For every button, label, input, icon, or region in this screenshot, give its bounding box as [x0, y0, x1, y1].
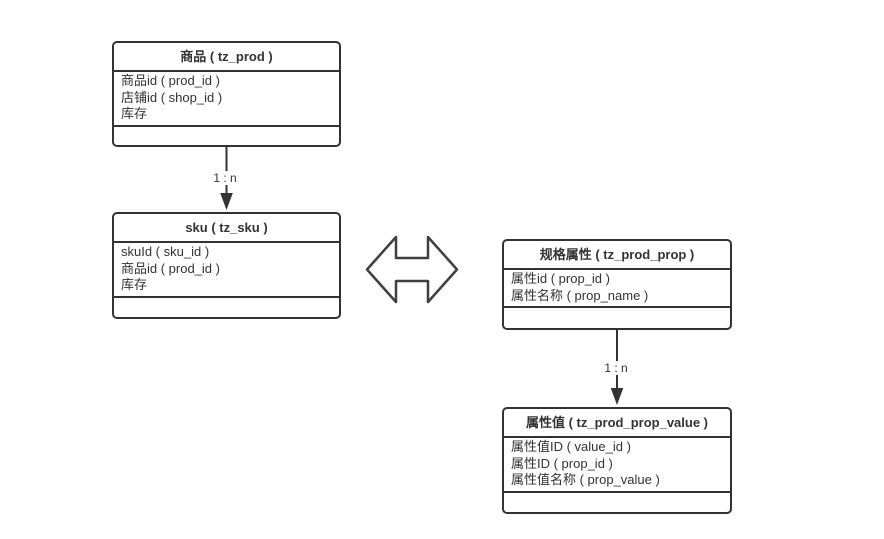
entity-field: skuId ( sku_id )	[121, 244, 210, 259]
entity-empty-section	[114, 298, 339, 318]
entity-title: 商品 ( tz_prod )	[114, 43, 339, 72]
entity-box-prod-prop: 规格属性 ( tz_prod_prop ) 属性id ( prop_id ) 属…	[502, 239, 732, 330]
connector-label-1-n: 1 : n	[211, 171, 239, 185]
entity-field: 属性id ( prop_id )	[511, 271, 610, 286]
connector-label-1-n: 1 : n	[602, 361, 630, 375]
entity-field: 属性值ID ( value_id )	[511, 439, 631, 454]
entity-empty-section	[114, 127, 339, 146]
entity-fields: 商品id ( prod_id ) 店铺id ( shop_id ) 库存	[114, 72, 339, 127]
entity-box-prop-value: 属性值 ( tz_prod_prop_value ) 属性值ID ( value…	[502, 407, 732, 514]
entity-field: 属性ID ( prop_id )	[511, 455, 613, 471]
entity-fields: 属性id ( prop_id ) 属性名称 ( prop_name )	[504, 270, 730, 308]
entity-field: 店铺id ( shop_id )	[121, 89, 223, 105]
entity-title: 规格属性 ( tz_prod_prop )	[504, 241, 730, 270]
entity-field: 库存	[121, 277, 148, 292]
entity-box-sku: sku ( tz_sku ) skuId ( sku_id ) 商品id ( p…	[112, 212, 341, 319]
arrowhead-down-icon	[220, 193, 233, 210]
double-arrow-icon	[365, 235, 459, 304]
entity-title: sku ( tz_sku )	[114, 214, 339, 243]
entity-fields: 属性值ID ( value_id ) 属性ID ( prop_id ) 属性值名…	[504, 438, 730, 493]
entity-field: 属性值名称 ( prop_value )	[511, 472, 660, 487]
arrowhead-down-icon	[610, 388, 624, 405]
entity-field: 属性名称 ( prop_name )	[511, 287, 649, 303]
entity-field: 商品id ( prod_id )	[121, 73, 220, 88]
entity-empty-section	[504, 493, 730, 513]
entity-box-prod: 商品 ( tz_prod ) 商品id ( prod_id ) 店铺id ( s…	[112, 41, 341, 147]
entity-empty-section	[504, 308, 730, 328]
entity-fields: skuId ( sku_id ) 商品id ( prod_id ) 库存	[114, 243, 339, 298]
entity-field: 库存	[121, 106, 148, 121]
entity-field: 商品id ( prod_id )	[121, 260, 220, 276]
entity-title: 属性值 ( tz_prod_prop_value )	[504, 409, 730, 438]
connector-prodprop-to-propvalue	[610, 330, 624, 405]
